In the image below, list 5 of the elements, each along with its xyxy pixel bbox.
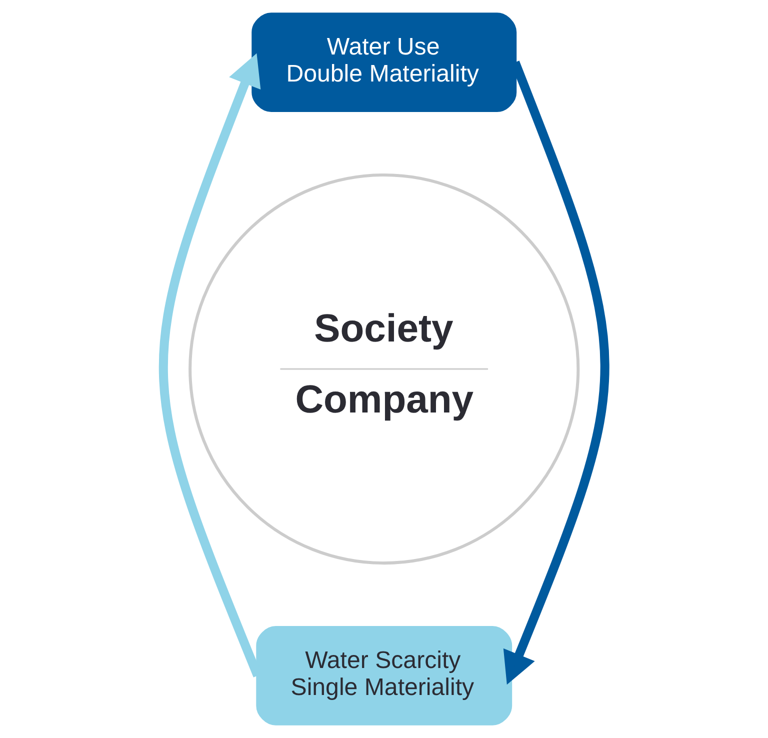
arrow <box>503 60 610 685</box>
node-circle: Society Company <box>188 173 580 565</box>
node-box: Water Scarcity Single Materiality <box>256 626 512 726</box>
arrow <box>159 53 262 678</box>
node-box: Water Use Double Materiality <box>252 12 517 112</box>
